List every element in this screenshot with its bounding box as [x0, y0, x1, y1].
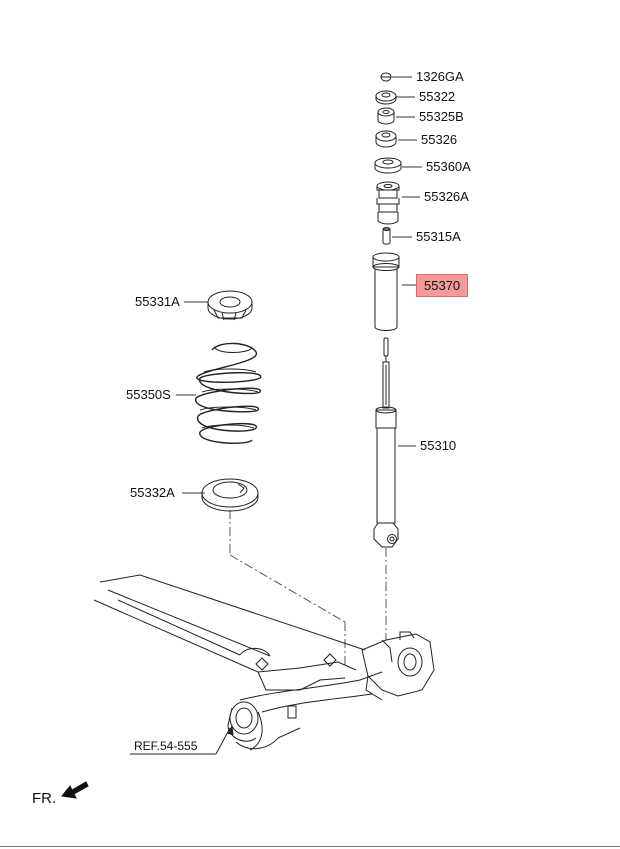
bushing-55325b-shape — [377, 107, 395, 125]
shock-absorber-55310-shape — [373, 337, 399, 548]
label-55326[interactable]: 55326 — [421, 132, 458, 147]
rear-axle-shape — [93, 574, 435, 751]
label-55332a[interactable]: 55332A — [130, 485, 175, 500]
reference-leader — [130, 724, 234, 755]
forward-arrow-icon — [61, 781, 89, 799]
label-55360a[interactable]: 55360A — [426, 159, 471, 174]
label-55326a[interactable]: 55326A — [424, 189, 469, 204]
label-55315a[interactable]: 55315A — [416, 229, 461, 244]
nut-1326ga-shape — [380, 72, 392, 82]
spring-pad-55332a-shape — [201, 478, 259, 512]
reference-label[interactable]: REF.54-555 — [134, 739, 198, 753]
leader-lines — [176, 76, 422, 494]
bottom-divider — [0, 846, 620, 847]
washer-55322-shape — [375, 90, 397, 105]
label-55322[interactable]: 55322 — [419, 89, 456, 104]
bump-stopper-55326a-shape — [376, 181, 400, 225]
label-55370-highlighted[interactable]: 55370 — [416, 274, 469, 297]
dust-cover-55370-shape — [372, 252, 400, 331]
sleeve-55315a-shape — [382, 227, 391, 245]
label-55331a[interactable]: 55331A — [135, 294, 180, 309]
label-55350s[interactable]: 55350S — [126, 387, 171, 402]
direction-label: FR. — [32, 790, 57, 807]
center-lines — [229, 510, 387, 665]
coil-spring-55350s-shape — [195, 342, 262, 444]
label-1326ga[interactable]: 1326GA — [416, 69, 464, 84]
label-55310[interactable]: 55310 — [420, 438, 457, 453]
spring-pad-55331a-shape — [207, 290, 253, 321]
insulator-55326-shape — [375, 130, 397, 148]
label-55325b[interactable]: 55325B — [419, 109, 464, 124]
cap-55360a-shape — [374, 157, 402, 174]
